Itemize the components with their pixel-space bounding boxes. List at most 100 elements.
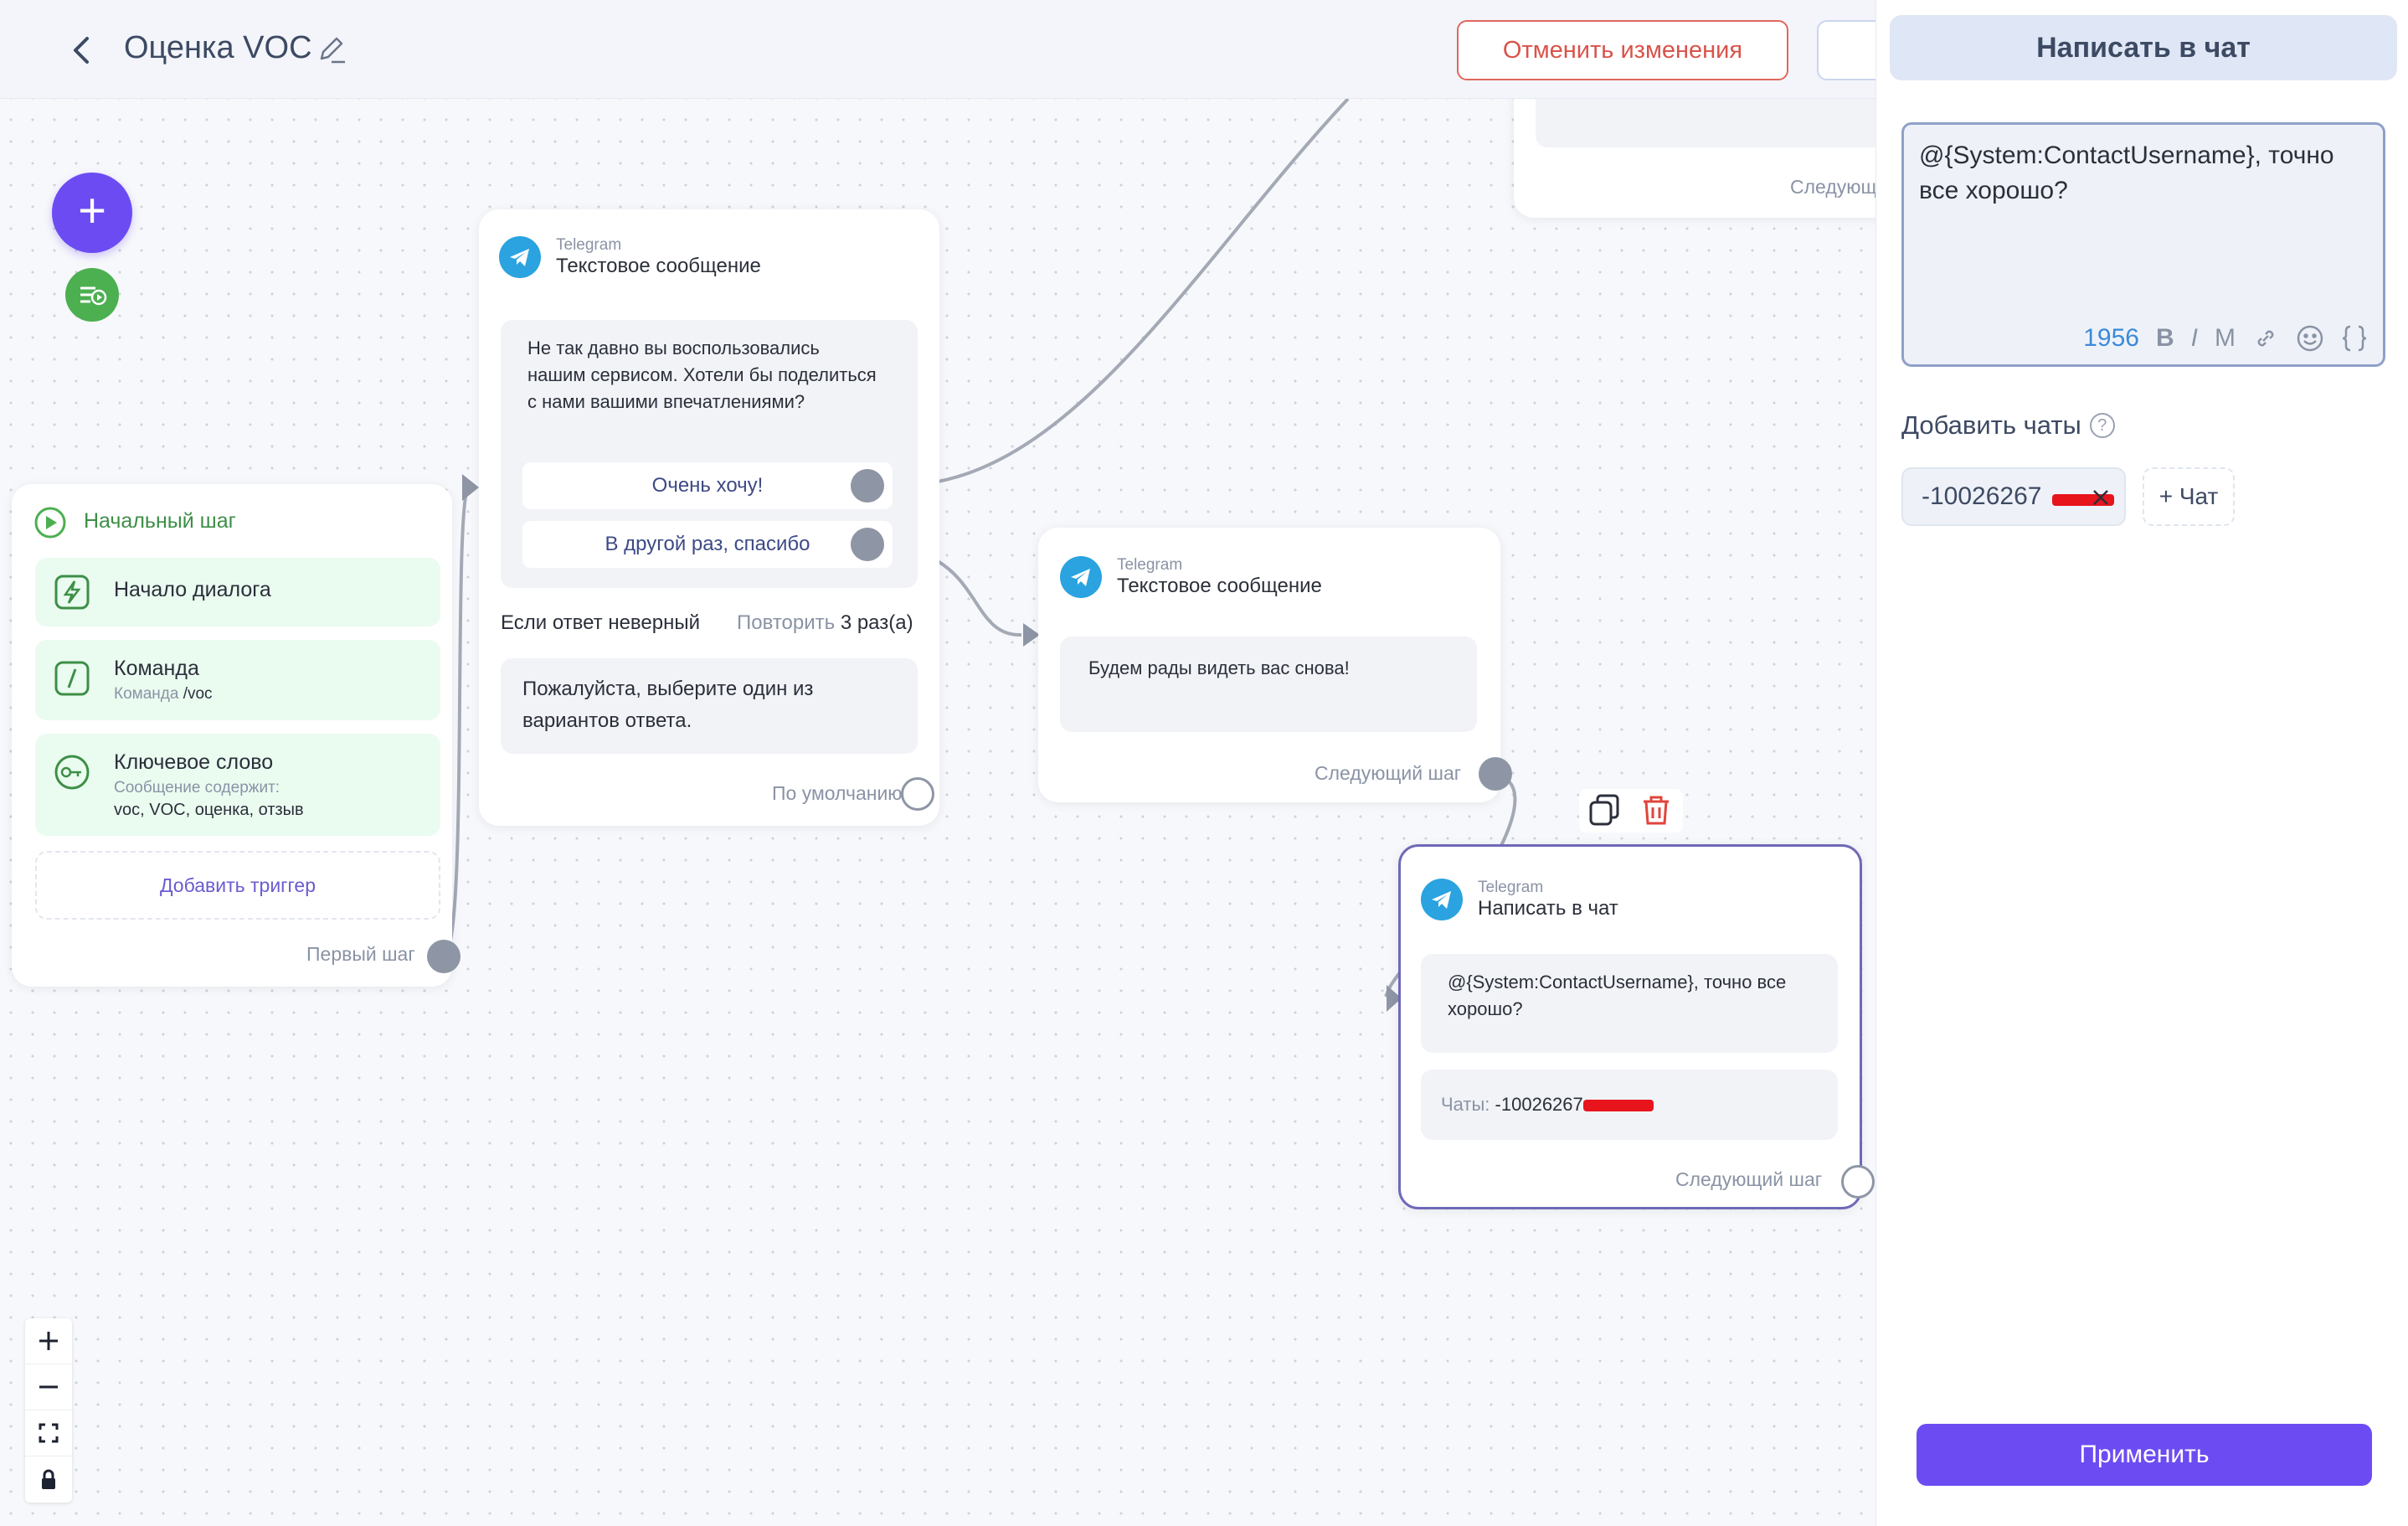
port-answer-1[interactable]	[851, 469, 884, 503]
variables-button[interactable]	[2341, 324, 2368, 353]
apply-button[interactable]: Применить	[1917, 1424, 2372, 1486]
node-type: Написать в чат	[1478, 897, 1618, 920]
redaction-mark	[2052, 494, 2114, 506]
node-header: Telegram Текстовое сообщение	[1060, 556, 1322, 598]
trigger-sub: Команда /voc	[114, 685, 213, 704]
slash-icon	[54, 661, 90, 696]
trigger-name: Ключевое слово	[114, 750, 274, 774]
repeat-setting[interactable]: Повторить 3 раз(а)	[737, 611, 913, 635]
chats-value: -10026267	[1495, 1094, 1583, 1115]
repeat-value: 3 раз(а)	[840, 611, 913, 634]
connection-answer-2	[936, 559, 1022, 637]
zoom-controls	[25, 1318, 72, 1503]
curly-braces-icon	[2342, 325, 2367, 352]
lock-button[interactable]	[25, 1456, 72, 1503]
fit-view-icon	[39, 1423, 59, 1443]
link-button[interactable]	[2252, 325, 2279, 352]
fallback-message-box: Пожалуйста, выберите один из вариантов о…	[501, 658, 918, 754]
flow-canvas[interactable]: Следующ Начальный шаг Начало диалога Ком…	[0, 0, 1875, 1526]
node-write-to-chat[interactable]: Telegram Написать в чат @{System:Contact…	[1398, 844, 1875, 1209]
question-footer: По умолчанию	[772, 782, 903, 804]
trigger-name: Начало диалога	[114, 578, 271, 601]
add-chats-text: Добавить чаты	[1901, 410, 2081, 440]
add-step-button[interactable]: +	[52, 173, 132, 253]
node-channel: Telegram	[1478, 879, 1544, 896]
add-trigger-button[interactable]: Добавить триггер	[35, 851, 440, 920]
node-goodbye[interactable]: Telegram Текстовое сообщение Будем рады …	[1038, 528, 1512, 802]
back-arrow-icon[interactable]	[62, 30, 102, 70]
step-list-button[interactable]	[65, 268, 119, 322]
trash-icon[interactable]	[1638, 792, 1675, 829]
connection-top	[937, 97, 1350, 483]
port-next-step[interactable]	[1479, 757, 1512, 791]
node-actions	[1579, 789, 1683, 833]
help-icon[interactable]: ?	[2089, 413, 2115, 438]
chat-message-text: @{System:ContactUsername}, точно все хор…	[1448, 972, 1787, 1019]
zoom-in-button[interactable]	[25, 1318, 72, 1364]
node-header: Telegram Текстовое сообщение	[499, 236, 761, 278]
answer-button-2[interactable]: В другой раз, спасибо	[522, 521, 893, 568]
trigger-command[interactable]: Команда Команда /voc	[35, 640, 440, 720]
fallback-text: Пожалуйста, выберите один из вариантов о…	[522, 678, 814, 732]
trigger-keyword[interactable]: Ключевое слово Сообщение содержит: voc, …	[35, 734, 440, 836]
node-partial-footer: Следующ	[1790, 176, 1875, 198]
node-header: Telegram Написать в чат	[1421, 879, 1618, 920]
port-chat-next[interactable]	[1841, 1165, 1875, 1199]
minus-icon	[39, 1385, 58, 1389]
node-question[interactable]: Telegram Текстовое сообщение Не так давн…	[479, 209, 939, 826]
trigger-value: voc, VOC, оценка, отзыв	[114, 801, 304, 819]
cancel-changes-button[interactable]: Отменить изменения	[1457, 20, 1788, 80]
emoji-button[interactable]	[2296, 324, 2324, 353]
emoji-icon	[2297, 325, 2323, 352]
bye-footer: Следующий шаг	[1315, 762, 1462, 784]
zoom-out-button[interactable]	[25, 1364, 72, 1410]
answer-label: Очень хочу!	[651, 474, 764, 497]
link-icon	[2257, 330, 2274, 347]
play-icon	[34, 507, 66, 539]
bold-button[interactable]: B	[2155, 324, 2174, 352]
telegram-icon	[499, 236, 541, 278]
answer-label: В другой раз, спасибо	[605, 533, 810, 555]
telegram-icon	[1060, 556, 1102, 598]
trigger-sub-label: Команда	[114, 685, 179, 703]
port-answer-2[interactable]	[851, 528, 884, 561]
list-play-icon	[80, 286, 107, 306]
node-type: Текстовое сообщение	[1117, 575, 1322, 597]
trigger-value: /voc	[183, 685, 213, 703]
message-editor[interactable]: @{System:ContactUsername}, точно все хор…	[1901, 122, 2385, 367]
add-trigger-label: Добавить триггер	[159, 874, 316, 896]
port-first-step[interactable]	[427, 940, 461, 973]
bye-text: Будем рады видеть вас снова!	[1088, 657, 1350, 678]
settings-panel: Написать в чат @{System:ContactUsername}…	[1875, 0, 2408, 1526]
monospace-button[interactable]: M	[2215, 324, 2236, 352]
telegram-icon	[1421, 879, 1463, 920]
copy-icon[interactable]	[1586, 792, 1623, 829]
fit-view-button[interactable]	[25, 1410, 72, 1456]
trigger-sub: Сообщение содержит:	[114, 779, 280, 797]
answer-button-1[interactable]: Очень хочу!	[522, 462, 893, 509]
message-text[interactable]: @{System:ContactUsername}, точно все хор…	[1919, 142, 2334, 204]
chat-chip[interactable]: -10026267	[1901, 467, 2126, 526]
start-node[interactable]: Начальный шаг Начало диалога Команда Ком…	[12, 484, 461, 987]
bye-message-box: Будем рады видеть вас снова!	[1060, 637, 1477, 732]
arrow-chat	[1387, 985, 1402, 1012]
panel-title: Написать в чат	[1890, 15, 2397, 80]
key-icon	[54, 755, 90, 790]
trigger-name: Команда	[114, 657, 199, 680]
chat-list-box: Чаты: -10026267	[1421, 1070, 1838, 1140]
trigger-dialog-start[interactable]: Начало диалога	[35, 558, 440, 626]
node-type: Текстовое сообщение	[556, 255, 761, 277]
pencil-icon[interactable]	[315, 34, 348, 67]
page-title: Оценка VOC	[124, 30, 312, 65]
lightning-icon	[54, 575, 90, 610]
char-count: 1956	[2083, 324, 2139, 352]
port-default[interactable]	[901, 777, 934, 811]
plus-icon	[39, 1332, 58, 1350]
save-button[interactable]	[1817, 20, 1875, 80]
question-text: Не так давно вы воспользовались нашим се…	[527, 338, 877, 412]
arrow-question	[462, 474, 479, 501]
add-chat-button[interactable]: + Чат	[2143, 467, 2235, 526]
italic-button[interactable]: I	[2190, 324, 2198, 352]
repeat-label: Повторить	[737, 611, 836, 634]
close-icon[interactable]	[2087, 484, 2114, 511]
